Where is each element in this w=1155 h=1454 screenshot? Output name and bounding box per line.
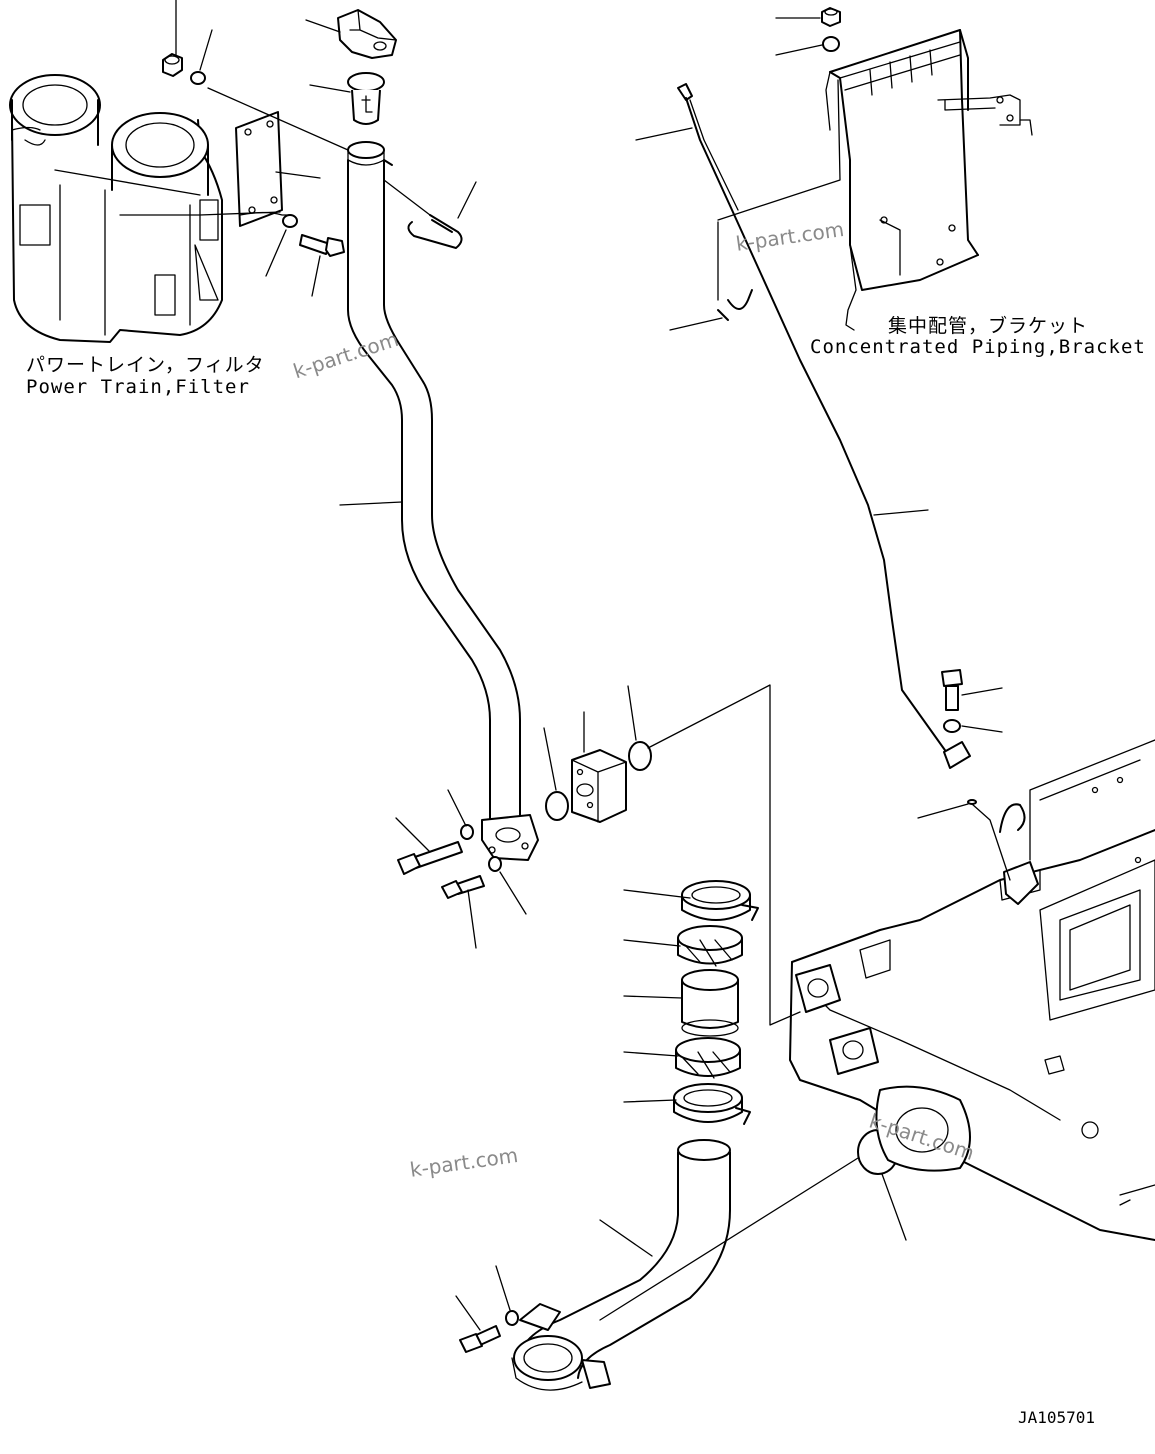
- piping-bracket-label-en: Concentrated Piping,Bracket: [810, 336, 1146, 358]
- washer-top: [190, 71, 206, 85]
- rubber-hose: [681, 969, 739, 1037]
- piping-bracket-label-jp: 集中配管，ブラケット: [888, 315, 1089, 337]
- pipe-sleeve: [347, 72, 385, 125]
- o-ring-a: [545, 791, 569, 821]
- o-ring-b: [628, 741, 652, 771]
- bolt-plate: [299, 234, 345, 257]
- drawing-code: JA105701: [1018, 1408, 1096, 1427]
- washer-plate: [282, 214, 298, 228]
- power-train-label-en: Power Train,Filter: [26, 376, 250, 398]
- bolt-short: [441, 875, 485, 899]
- hose-band-lower: [675, 1037, 741, 1079]
- bolt-long: [397, 841, 463, 875]
- power-train-label-jp: パワートレイン，フィルタ: [26, 354, 265, 376]
- callout-leaders: [175, 0, 1003, 1331]
- transmission-case: [789, 739, 1155, 1241]
- washer-elbow: [505, 1310, 519, 1326]
- washer-bolt-long: [460, 824, 474, 840]
- elbow-tube: [511, 1139, 731, 1391]
- clamp-block: [337, 9, 397, 59]
- washer-bolt-short: [488, 856, 502, 872]
- hose-clamp-upper: [681, 880, 759, 921]
- nut-top: [162, 53, 183, 77]
- power-train-filter-housing: [9, 74, 223, 343]
- washer-gauge: [943, 719, 961, 733]
- hose-clamp-lower: [673, 1083, 751, 1125]
- oil-filler-pipe: [347, 141, 521, 821]
- mounting-plate: [235, 111, 291, 227]
- u-clip: [407, 214, 463, 249]
- nut-bracket: [821, 7, 841, 27]
- concentrated-piping-bracket: [825, 29, 1033, 331]
- level-gauge-rod: [677, 83, 971, 769]
- pipe-flange: [481, 814, 539, 861]
- hose-band-upper: [677, 925, 743, 967]
- adapter-block: [571, 749, 627, 823]
- reference-lines: [119, 79, 1011, 1321]
- bolt-elbow: [459, 1325, 501, 1353]
- washer-bracket: [822, 36, 840, 52]
- bolt-gauge: [941, 669, 963, 711]
